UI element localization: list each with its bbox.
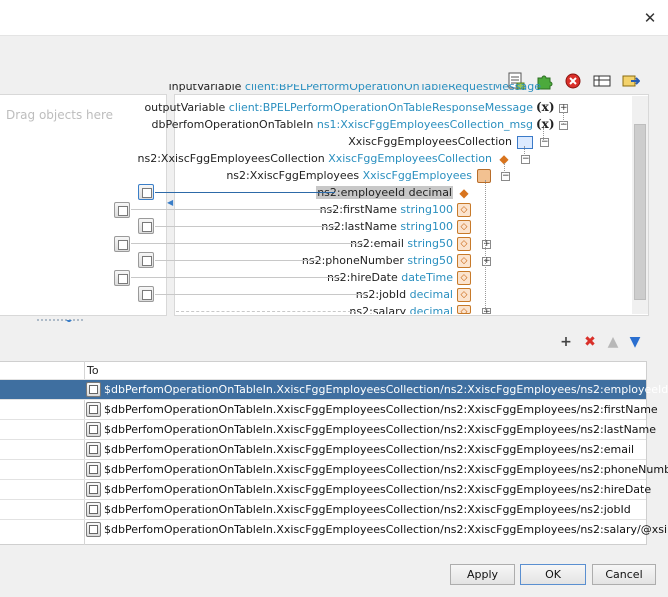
move-down-icon[interactable]: ▼ [629, 334, 641, 350]
tree-row-employee-id[interactable]: ns2:employeeId decimal [316, 186, 453, 199]
tree-row-collection-part[interactable]: XxiscFggEmployeesCollection [348, 135, 512, 148]
tree-row-hire-date[interactable]: ns2:hireDate dateTime [326, 271, 453, 284]
mapping-icon [86, 402, 101, 417]
expand-toggle-icon[interactable]: + [482, 256, 491, 266]
element-icon: ◇ [457, 237, 471, 251]
table-row[interactable]: $dbPerfomOperationOnTableIn.XxiscFggEmpl… [0, 479, 651, 499]
function-icon[interactable] [138, 286, 154, 302]
collapse-toggle-icon[interactable]: − [501, 171, 510, 181]
mapping-line[interactable] [155, 192, 335, 193]
function-icon[interactable] [138, 252, 154, 268]
tree-row-first-name[interactable]: ns2:firstName string100 [319, 203, 453, 216]
mapping-line[interactable] [131, 243, 363, 244]
table-row[interactable]: $dbPerfomOperationOnTableIn.XxiscFggEmpl… [0, 499, 646, 519]
drag-hint-text: Drag objects here [6, 108, 114, 122]
message-part-icon [517, 136, 533, 149]
collapse-toggle-icon[interactable]: − [540, 137, 549, 147]
mapping-icon [86, 382, 101, 397]
table-icon[interactable] [507, 72, 525, 90]
mapping-icon [86, 522, 101, 537]
element-icon: ◇ [457, 254, 471, 268]
mapping-icon [86, 422, 101, 437]
mapping-line[interactable] [176, 311, 356, 312]
puzzle-icon[interactable] [535, 72, 553, 90]
mapping-line[interactable] [131, 209, 337, 210]
tree-guide-line [563, 112, 564, 124]
element-icon: ◆ [459, 186, 469, 200]
close-icon[interactable]: ✕ [643, 9, 657, 27]
cancel-icon[interactable] [564, 72, 582, 90]
function-icon[interactable] [114, 270, 130, 286]
table-row[interactable]: $dbPerfomOperationOnTableIn.XxiscFggEmpl… [0, 419, 656, 439]
mapping-line[interactable] [155, 226, 337, 227]
tree-guide-line [504, 163, 505, 173]
function-icon[interactable] [138, 184, 154, 200]
add-icon[interactable]: + [560, 334, 572, 350]
column-divider[interactable] [84, 361, 85, 545]
dialog-title-bar [0, 0, 668, 36]
tree-scrollbar-thumb[interactable] [634, 124, 646, 300]
tree-row-ns2-collection[interactable]: ns2:XxiscFggEmployeesCollection XxiscFgg… [137, 152, 493, 165]
table-row[interactable]: $dbPerfomOperationOnTableIn.XxiscFggEmpl… [0, 519, 668, 539]
tree-row-db-input[interactable]: dbPerfomOperationOnTableIn ns1:XxiscFggE… [151, 118, 534, 131]
table-row[interactable]: $dbPerfomOperationOnTableIn.XxiscFggEmpl… [0, 459, 668, 479]
export-icon[interactable] [622, 72, 641, 90]
tree-row-email[interactable]: ns2:email string50 [350, 237, 453, 250]
tree-row-input-variable[interactable]: inputVariable client:BPELPerformOperatio… [168, 84, 541, 93]
canvas-scroll-grip[interactable] [36, 318, 86, 322]
variable-icon: (x) [536, 100, 555, 114]
element-icon: ◇ [457, 271, 471, 285]
function-icon[interactable] [114, 236, 130, 252]
function-canvas[interactable] [0, 94, 167, 316]
mapping-icon [86, 482, 101, 497]
collapse-arrow-icon[interactable]: ◀ [167, 198, 174, 207]
apply-button[interactable]: Apply [450, 564, 515, 585]
target-tree[interactable] [174, 94, 649, 316]
element-icon: ◇ [457, 220, 471, 234]
element-icon: ◆ [499, 152, 509, 166]
table-row[interactable]: $dbPerfomOperationOnTableIn.XxiscFggEmpl… [0, 439, 646, 459]
delete-icon[interactable]: ✖ [584, 334, 596, 350]
table-row[interactable]: $dbPerfomOperationOnTableIn.XxiscFggEmpl… [0, 379, 668, 399]
move-up-icon[interactable]: ▲ [607, 334, 619, 350]
variable-icon: (x) [536, 117, 555, 131]
function-icon[interactable] [114, 202, 130, 218]
mapping-line[interactable] [155, 294, 367, 295]
mapping-icon [86, 502, 101, 517]
tree-guide-line [485, 180, 486, 312]
tree-row-ns2-employees[interactable]: ns2:XxiscFggEmployees XxiscFggEmployees [226, 169, 472, 182]
tree-row-output-variable[interactable]: outputVariable client:BPELPerformOperati… [144, 101, 533, 114]
cancel-button[interactable]: Cancel [592, 564, 656, 585]
tree-row-last-name[interactable]: ns2:lastName string100 [321, 220, 453, 233]
element-icon: ◇ [457, 305, 471, 314]
tree-row-salary[interactable]: ns2:salary decimal [349, 305, 453, 314]
expand-toggle-icon[interactable]: + [482, 308, 491, 314]
tree-row-phone-number[interactable]: ns2:phoneNumber string50 [301, 254, 453, 267]
mapping-icon [86, 442, 101, 457]
mapping-icon [86, 462, 101, 477]
columns-icon[interactable] [593, 72, 611, 90]
ok-button[interactable]: OK [520, 564, 586, 585]
collapse-toggle-icon[interactable]: − [521, 154, 530, 164]
mapping-line[interactable] [155, 260, 321, 261]
tree-guide-line [524, 146, 525, 156]
table-row[interactable]: $dbPerfomOperationOnTableIn.XxiscFggEmpl… [0, 399, 658, 419]
column-header-to[interactable]: To [87, 364, 99, 377]
element-icon: ◇ [457, 203, 471, 217]
element-icon: ◇ [457, 288, 471, 302]
sequence-icon [477, 169, 491, 183]
tree-guide-line [543, 128, 544, 140]
mapping-line[interactable] [131, 277, 343, 278]
function-icon[interactable] [138, 218, 154, 234]
expand-toggle-icon[interactable]: + [482, 239, 491, 249]
tree-row-job-id[interactable]: ns2:jobId decimal [355, 288, 453, 301]
